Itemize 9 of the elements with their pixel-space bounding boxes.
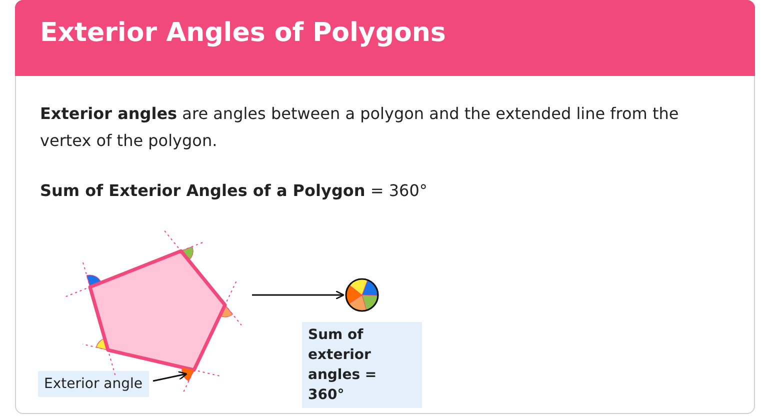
- title: Exterior Angles of Polygons: [40, 18, 446, 48]
- angle-sum-circle: [345, 278, 379, 312]
- callout-label: Exterior angle: [38, 371, 148, 397]
- exterior-angle-wedge: [182, 367, 194, 382]
- arrow: [252, 290, 344, 300]
- sum-label: Sum of exterior angles = 360°: [302, 322, 422, 408]
- formula-text: Sum of Exterior Angles of a Polygon = 360°: [40, 180, 428, 202]
- leader-arrow: [152, 370, 188, 382]
- definition-text: Exterior angles are angles between a polygon and the extended line from the vertex of the polygon.: [40, 103, 680, 152]
